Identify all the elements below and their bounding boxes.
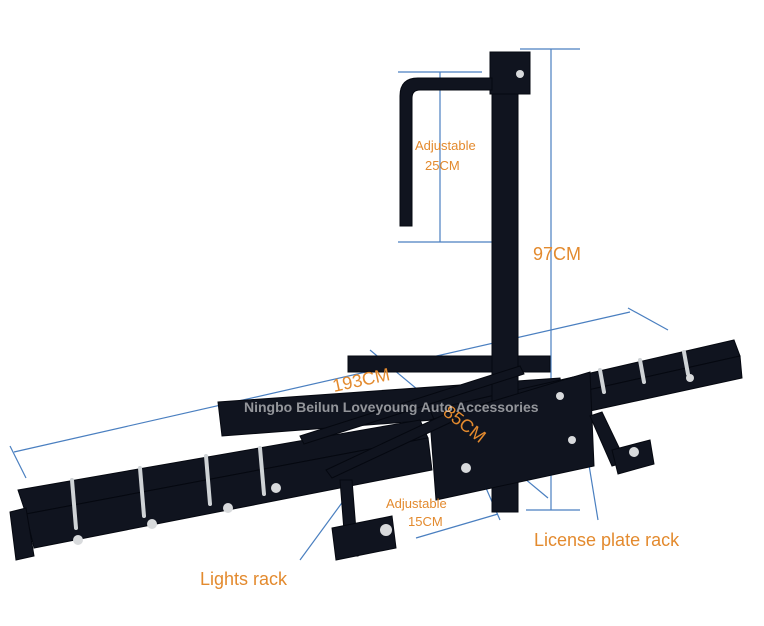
labels: Adjustable 25CM 97CM 193CM 85CM Adjustab… bbox=[200, 138, 680, 589]
license-plate-label: License plate rack bbox=[534, 530, 680, 550]
adjustable-top-value: 25CM bbox=[425, 158, 460, 173]
adjustable-top-label: Adjustable bbox=[415, 138, 476, 153]
bolts bbox=[73, 70, 694, 545]
adjustable-bottom-label: Adjustable bbox=[386, 496, 447, 511]
rack-frame bbox=[9, 51, 743, 561]
watermark: Ningbo Beilun Loveyoung Auto Accessories bbox=[244, 399, 539, 415]
track-rungs bbox=[70, 350, 690, 530]
height-label: 97CM bbox=[533, 244, 581, 264]
adjustable-bottom-value: 15CM bbox=[408, 514, 443, 529]
lights-rack-label: Lights rack bbox=[200, 569, 288, 589]
